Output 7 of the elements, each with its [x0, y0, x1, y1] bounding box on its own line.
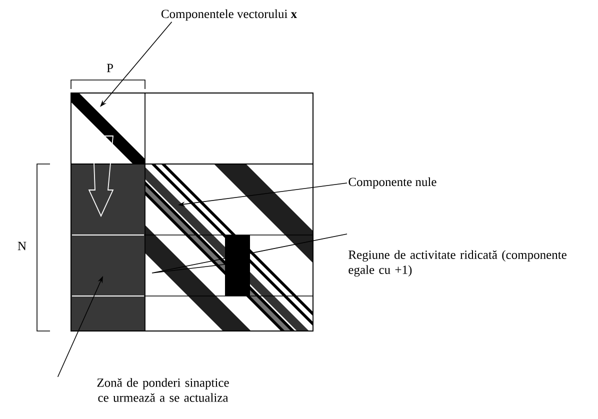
callout-text: Zonă de ponderi sinaptice ce urmează a se actualiza [97, 378, 229, 402]
dimension-label: N [18, 242, 26, 250]
callout-text: Componentele vectorului x [161, 9, 297, 21]
leader-line [152, 234, 348, 274]
callout-text: Regiune de activitate ridicată (componente egale cu +1) [348, 250, 566, 277]
dimension-label: P [106, 64, 113, 72]
callout-text: Componente nule [348, 177, 436, 189]
